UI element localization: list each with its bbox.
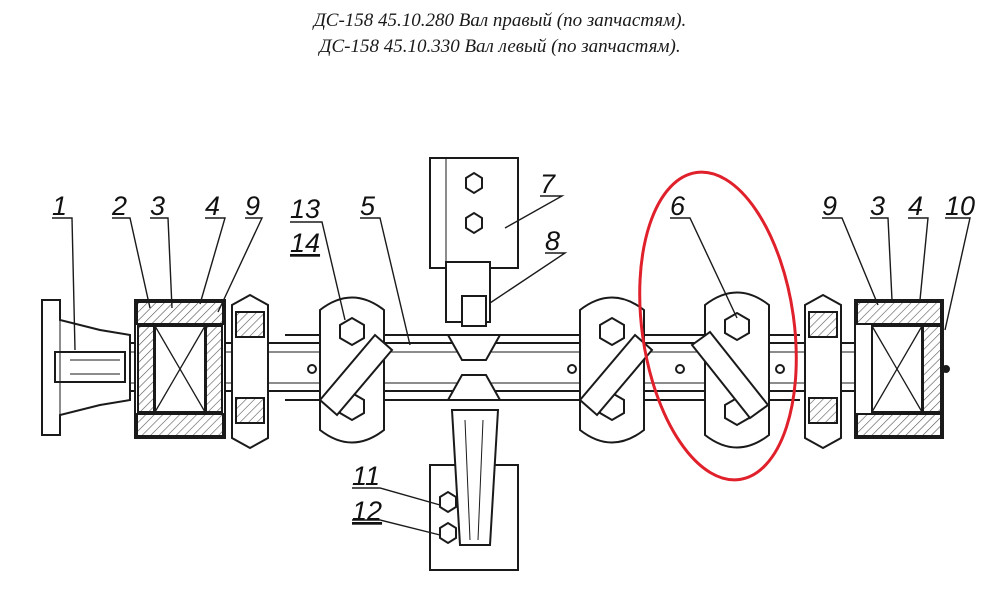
blade-holder-mid bbox=[567, 296, 654, 444]
part-labels: 1 2 3 4 9 13 14 5 7 8 6 9 3 4 10 11 12 bbox=[52, 169, 975, 526]
right-sprocket bbox=[804, 293, 842, 450]
label-13: 13 bbox=[290, 194, 320, 224]
label-12: 12 bbox=[352, 496, 382, 526]
title-line-2: ДС-158 45.10.330 Вал левый (по запчастям… bbox=[319, 36, 681, 57]
vertical-blade-top bbox=[429, 157, 519, 361]
vertical-blade-bottom bbox=[429, 374, 519, 571]
label-11: 11 bbox=[352, 461, 380, 491]
label-7: 7 bbox=[540, 169, 556, 199]
label-9-right: 9 bbox=[822, 191, 837, 221]
blade-holder-right bbox=[675, 291, 785, 449]
label-5: 5 bbox=[360, 191, 376, 221]
label-4-right: 4 bbox=[908, 191, 923, 221]
label-4-left: 4 bbox=[205, 191, 220, 221]
label-3-right: 3 bbox=[870, 191, 885, 221]
title-line-1: ДС-158 45.10.280 Вал правый (по запчастя… bbox=[313, 10, 687, 31]
leader-lines bbox=[52, 195, 971, 536]
label-10: 10 bbox=[945, 191, 975, 221]
label-8: 8 bbox=[545, 226, 560, 256]
label-3-left: 3 bbox=[150, 191, 165, 221]
label-14: 14 bbox=[290, 228, 320, 258]
label-1: 1 bbox=[52, 191, 67, 221]
label-6: 6 bbox=[670, 191, 686, 221]
left-sprocket bbox=[231, 293, 269, 450]
highlight-ellipse bbox=[638, 170, 798, 482]
blade-holder-left bbox=[307, 296, 394, 444]
left-flange bbox=[41, 299, 131, 436]
label-2: 2 bbox=[111, 191, 127, 221]
left-bearing-housing bbox=[134, 299, 226, 439]
right-bearing-housing bbox=[854, 299, 950, 439]
label-9-left: 9 bbox=[245, 191, 260, 221]
